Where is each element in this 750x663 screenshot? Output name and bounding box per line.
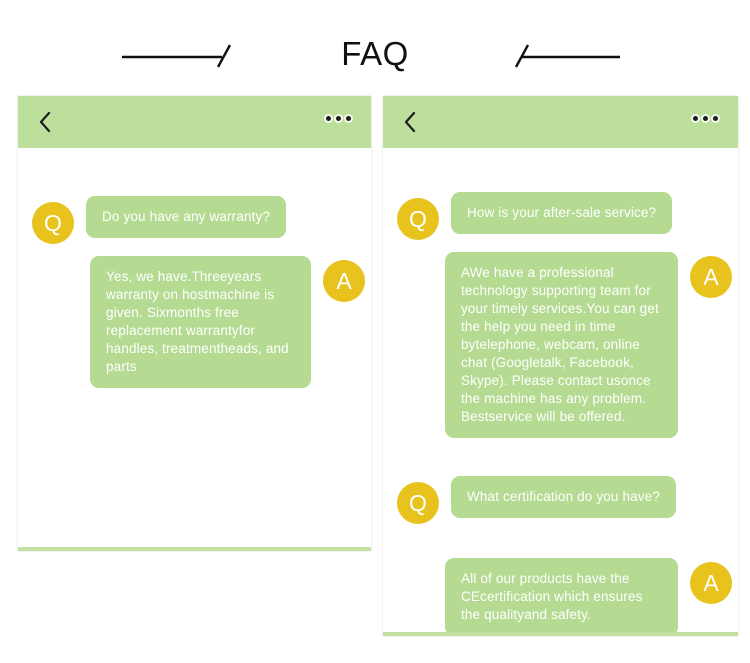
chat-panel-left: Q Do you have any warranty? Yes, we have… [18,96,371,551]
line-with-slash-right-icon [508,38,628,74]
message-bubble-answer: AWe have a professional technology suppo… [445,252,678,438]
page-title-band: FAQ [0,0,750,92]
chat-row-question: Q Do you have any warranty? [18,196,371,244]
chat-panel-right: Q How is your after-sale service? AWe ha… [383,96,738,636]
message-bubble-question: Do you have any warranty? [86,196,287,238]
page-title: FAQ [341,35,409,72]
panel-right-body: Q How is your after-sale service? AWe ha… [383,148,738,636]
chat-row-answer: AWe have a professional technology suppo… [383,252,738,438]
spacer [383,536,738,558]
more-horizontal-icon[interactable] [326,116,351,121]
more-horizontal-icon[interactable] [693,116,718,121]
avatar-question: Q [397,198,439,240]
message-bubble-answer: All of our products have the CEcertifica… [445,558,678,636]
panel-left-header [18,96,371,148]
avatar-answer: A [690,256,732,298]
chat-row-question: Q How is your after-sale service? [383,192,738,240]
avatar-question: Q [32,202,74,244]
message-bubble-answer: Yes, we have.Threeyears warranty on host… [90,256,311,388]
message-bubble-question: What certification do you have? [451,476,677,518]
spacer [383,450,738,472]
avatar-question: Q [397,482,439,524]
chevron-left-icon[interactable] [403,110,417,134]
chat-row-question: Q What certification do you have? [383,476,738,524]
line-with-slash-left-icon [118,38,238,74]
chevron-left-icon[interactable] [38,110,52,134]
message-bubble-question: How is your after-sale service? [451,192,673,234]
avatar-answer: A [690,562,732,604]
panel-right-footer-bar [383,632,738,636]
panel-left-footer-bar [18,547,371,551]
chat-row-answer: All of our products have the CEcertifica… [383,558,738,636]
avatar-answer: A [323,260,365,302]
chat-row-answer: Yes, we have.Threeyears warranty on host… [18,256,371,388]
panel-left-body: Q Do you have any warranty? Yes, we have… [18,148,371,551]
panel-right-header [383,96,738,148]
